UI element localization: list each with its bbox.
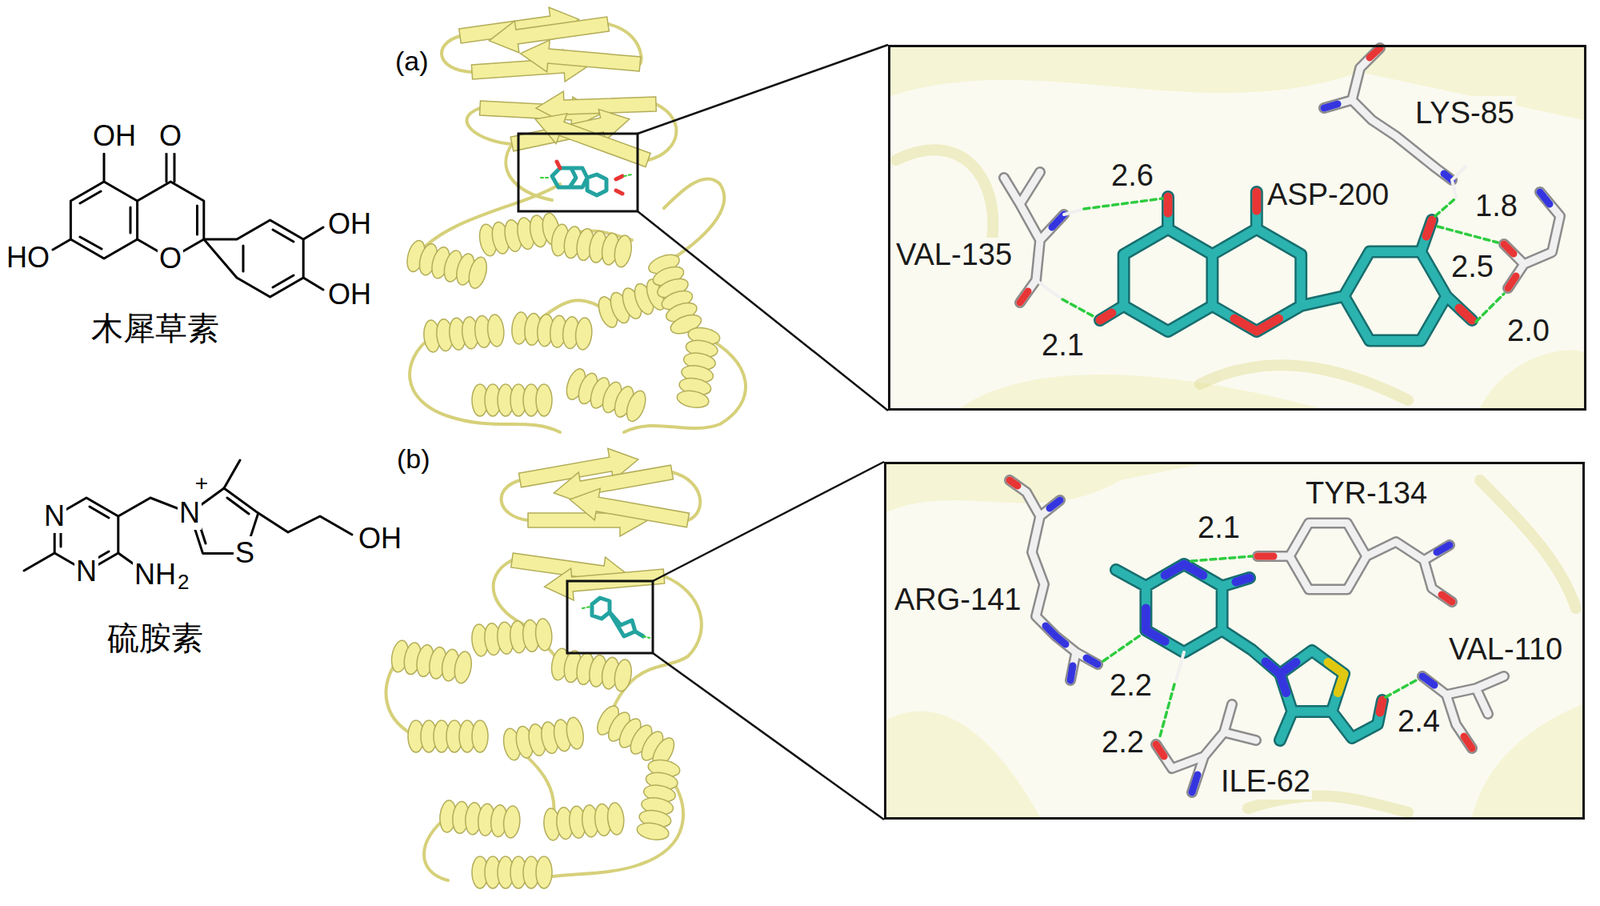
ligand-thumbnail [540, 161, 650, 638]
subscript: 2 [176, 570, 191, 595]
detail-panel: LYS-85 2.6VAL-135 ASP-200 1.8 2.5 2.1 2.0 [888, 44, 1587, 411]
atom-label: N [177, 496, 202, 529]
distance-label: 2.1 [1040, 328, 1086, 364]
atom-label: N [74, 554, 99, 588]
binding-site-view [884, 461, 1585, 820]
atom-label: OH [326, 207, 373, 240]
zoom-box [518, 44, 888, 820]
detail-panel: TYR-134 2.1ARG-141 2.2 VAL-1102.4 2.2ILE-62 [884, 461, 1585, 820]
distance-label: 2.5 [1449, 249, 1496, 285]
distance-label: 2.1 [1196, 510, 1242, 546]
charge-sign: + [193, 470, 210, 496]
compound-name: 木犀草素 [89, 309, 221, 347]
distance-label: 2.4 [1396, 704, 1442, 740]
protein-cartoon [404, 3, 746, 432]
atom-label: OH [91, 119, 138, 152]
atom-label: S [233, 536, 256, 569]
panel-letter: (b) [395, 443, 432, 475]
distance-label: 1.8 [1473, 188, 1520, 224]
atom-label: NH [132, 557, 178, 591]
residue-label: ARG-141 [892, 582, 1023, 618]
atom-label: N [42, 499, 67, 532]
distance-label: 2.6 [1109, 158, 1156, 194]
distance-label: 2.0 [1505, 313, 1552, 349]
residue-label: ASP-200 [1265, 177, 1391, 213]
residue-label: TYR-134 [1304, 476, 1429, 512]
residue-label: ILE-62 [1219, 764, 1312, 800]
atom-label: OH [326, 277, 373, 311]
panel-letter: (a) [393, 45, 431, 77]
distance-label: 2.2 [1108, 668, 1154, 704]
residue-label: LYS-85 [1413, 96, 1516, 132]
distance-label: 2.2 [1100, 724, 1146, 760]
atom-label: O [157, 119, 184, 152]
atom-label: HO [4, 240, 52, 274]
compound-name: 硫胺素 [105, 619, 205, 656]
residue-label: VAL-135 [894, 237, 1014, 273]
binding-site-view [888, 44, 1587, 411]
protein-cartoon [386, 443, 702, 888]
thiamine-structure [24, 460, 352, 572]
luteolin-structure [52, 153, 324, 297]
residue-label: VAL-110 [1447, 632, 1564, 668]
atom-label: OH [356, 521, 404, 555]
atom-label: O [157, 241, 184, 275]
